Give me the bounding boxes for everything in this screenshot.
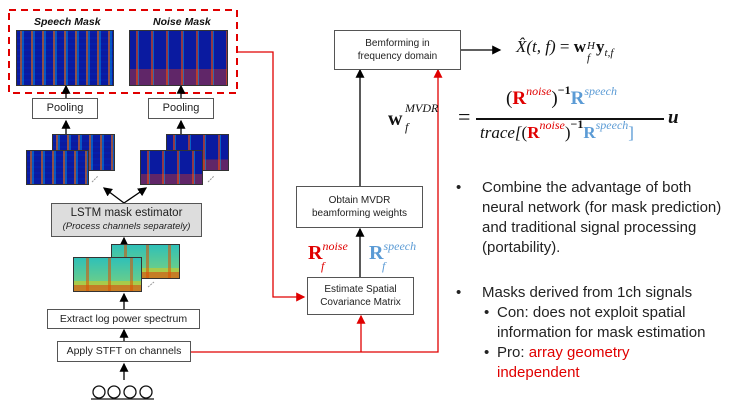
mvdr-weights-box: Obtain MVDR beamforming weights [296, 186, 423, 228]
red-arrow-stft-to-beamforming [191, 68, 443, 353]
extract-log-power-spectrum-box: Extract log power spectrum [47, 309, 200, 329]
channel-speech-mask-front [26, 150, 89, 185]
microphone-icon [107, 385, 121, 399]
lstm-subtitle: (Process channels separately) [62, 221, 191, 233]
beamforming-box: Bemforming in frequency domain [334, 30, 461, 70]
microphone-icons [91, 385, 154, 400]
arrow-lstm-to-speech-stack [102, 187, 125, 204]
log-spectrum-front [73, 257, 142, 292]
beamforming-line1: Bemforming in [365, 37, 430, 49]
red-arrow-masks-to-covariance [237, 51, 306, 302]
mvdr-line2: beamforming weights [311, 208, 408, 219]
lstm-mask-estimator-box: LSTM mask estimator (Process channels se… [51, 203, 202, 237]
bullet-2: • Masks derived from 1ch signals •Con: d… [456, 283, 740, 383]
pooling-box-right: Pooling [148, 98, 214, 119]
bullet-1: • Combine the advantage of both neural n… [456, 178, 736, 258]
covariance-matrix-box: Estimate Spatial Covariance Matrix [307, 277, 414, 315]
noise-mask-label: Noise Mask [153, 16, 211, 28]
fraction-bar [476, 118, 664, 120]
mvdr-denominator: trace[(Rnoise)−1Rspeech] [480, 117, 634, 142]
beamforming-line2: frequency domain [357, 51, 438, 62]
lstm-title: LSTM mask estimator [70, 206, 183, 219]
arrow-lstm-to-noise-stack [123, 187, 148, 204]
covariance-line1: Estimate Spatial [324, 283, 397, 295]
more-channels-mark [91, 175, 99, 183]
noise-mask-image [129, 30, 228, 86]
apply-stft-box: Apply STFT on channels [57, 341, 191, 362]
pooling-box-left: Pooling [32, 98, 98, 119]
bullet-2-text: Masks derived from 1ch signals [482, 284, 693, 301]
more-channels-mark [207, 175, 215, 183]
microphone-icon [92, 385, 106, 399]
channel-noise-mask-front [140, 150, 203, 185]
bullet-1-text: Combine the advantage of both neural net… [482, 179, 722, 256]
covariance-line2: Covariance Matrix [320, 297, 401, 308]
microphone-icon [139, 385, 153, 399]
sub-bullet-pro: •Pro: array geometry independent [484, 344, 630, 381]
sub-bullet-con: •Con: does not exploit spatial informati… [484, 304, 706, 341]
speech-mask-image [16, 30, 114, 86]
microphone-icon [123, 385, 137, 399]
mvdr-numerator: (Rnoise)−1Rspeech [506, 83, 617, 109]
more-channels-mark [147, 281, 155, 288]
speech-mask-label: Speech Mask [34, 16, 101, 28]
mvdr-line1: Obtain MVDR [328, 194, 391, 206]
